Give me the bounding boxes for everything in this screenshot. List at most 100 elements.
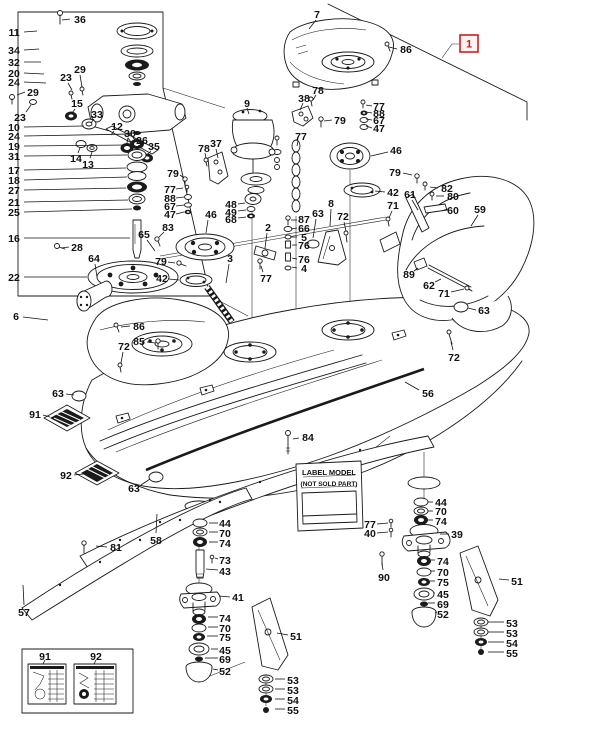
leader-line-79 <box>323 119 333 122</box>
leader-line-31 <box>23 154 128 157</box>
callout-64: 64 <box>88 253 100 265</box>
callout-79: 79 <box>334 115 346 127</box>
leader-line-21 <box>23 199 129 203</box>
leader-line-40 <box>376 531 389 534</box>
callout-11: 11 <box>8 27 19 39</box>
warning-label-92-thumbnail <box>73 663 117 705</box>
belt-cover-left <box>86 297 229 386</box>
leader-line-8 <box>329 208 332 227</box>
callout-71: 71 <box>387 200 399 212</box>
callout-45: 45 <box>219 645 231 657</box>
leader-line-77 <box>376 522 389 525</box>
leader-line-59 <box>470 214 479 227</box>
leader-line-41 <box>218 595 231 598</box>
leader-line-35 <box>147 150 152 155</box>
callout-63: 63 <box>128 483 140 495</box>
callout-45: 45 <box>437 589 449 601</box>
label-model-box: LABEL MODEL (NOT SOLD PART) <box>295 460 364 532</box>
callout-15: 15 <box>71 98 83 110</box>
leader-line-77 <box>175 187 184 190</box>
leader-line-37 <box>215 148 219 159</box>
callout-67: 67 <box>373 115 385 127</box>
leader-line-19 <box>23 144 130 147</box>
callout-88: 88 <box>373 108 385 120</box>
callout-83: 83 <box>162 222 174 234</box>
leader-line-52 <box>434 611 438 614</box>
callout-59: 59 <box>474 204 486 216</box>
leader-line-90 <box>381 562 384 571</box>
leader-line-72 <box>343 221 347 232</box>
leader-line-63 <box>140 478 151 486</box>
callout-61: 61 <box>404 189 416 201</box>
callout-layer: 3611343220242923292310241931171827212516… <box>8 9 523 717</box>
leader-line-46 <box>205 219 209 234</box>
center-spindle-stack <box>179 518 221 683</box>
callout-70: 70 <box>219 623 231 635</box>
callout-74: 74 <box>219 538 231 550</box>
leader-line-43 <box>205 568 219 571</box>
callout-2: 2 <box>265 222 271 234</box>
pin-72 <box>343 230 349 243</box>
callout-85: 85 <box>133 336 145 348</box>
leader-line-58 <box>155 513 158 534</box>
leader-line-71 <box>450 288 465 293</box>
callout-79: 79 <box>167 168 179 180</box>
leader-line-91 <box>42 659 46 665</box>
belt-cover-top <box>283 18 394 90</box>
callout-75: 75 <box>437 577 449 589</box>
callout-74: 74 <box>437 556 449 568</box>
callout-25: 25 <box>8 207 20 219</box>
foot-89 <box>413 257 428 271</box>
leader-line-82 <box>429 186 439 189</box>
bracket-37 <box>207 151 229 185</box>
callout-49: 49 <box>225 207 237 219</box>
callout-6: 6 <box>13 311 19 323</box>
leader-line-63 <box>65 393 75 396</box>
callout-28: 28 <box>71 242 83 254</box>
decal-diamonds <box>43 390 164 486</box>
callout-68: 68 <box>225 214 237 226</box>
leader-line-88 <box>365 111 373 114</box>
leader-line-6 <box>22 316 49 321</box>
leader-line-23 <box>25 104 32 113</box>
callout-35: 35 <box>148 141 160 153</box>
callout-46: 46 <box>205 209 217 221</box>
leader-line-85 <box>146 341 156 344</box>
callout-82: 82 <box>441 183 453 195</box>
callout-24: 24 <box>8 131 20 143</box>
callout-24: 24 <box>8 77 20 89</box>
callout-29: 29 <box>27 87 39 99</box>
callout-72: 72 <box>448 352 460 364</box>
leader-line-48 <box>237 202 246 205</box>
leader-line-60 <box>443 208 449 211</box>
leader-line-56 <box>404 381 420 391</box>
leader-line-86 <box>120 325 131 328</box>
callout-70: 70 <box>435 506 447 518</box>
callout-52: 52 <box>437 609 449 621</box>
callout-77: 77 <box>373 101 385 113</box>
leader-line-42 <box>374 190 386 193</box>
leader-line-89 <box>413 267 419 272</box>
callout-18: 18 <box>8 175 20 187</box>
callout-73: 73 <box>219 555 231 567</box>
callout-54: 54 <box>287 695 299 707</box>
leader-line-71 <box>388 210 393 219</box>
callout-33: 33 <box>91 109 103 121</box>
leader-line-77 <box>260 265 264 273</box>
callout-23: 23 <box>14 112 26 124</box>
callout-74: 74 <box>435 516 447 528</box>
leader-line-24 <box>23 81 47 84</box>
callout-71: 71 <box>438 288 450 300</box>
callout-26: 26 <box>136 135 148 147</box>
callout-92: 92 <box>90 651 102 663</box>
callout-41: 41 <box>232 592 244 604</box>
leader-line-27 <box>23 187 127 191</box>
callout-30: 30 <box>124 128 136 140</box>
leader-line-42 <box>168 278 180 281</box>
callout-77: 77 <box>364 519 376 531</box>
plate-60 <box>423 203 448 214</box>
callout-13: 13 <box>82 159 94 171</box>
leader-line-7 <box>308 19 317 30</box>
callout-58: 58 <box>150 535 162 547</box>
